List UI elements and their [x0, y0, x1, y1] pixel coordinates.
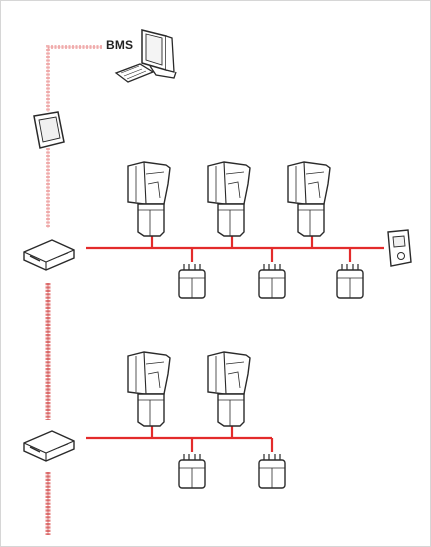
upper-bus	[86, 236, 384, 262]
damper-icon	[127, 351, 171, 427]
room-unit-icon	[387, 229, 412, 267]
bms-dashed-link	[46, 45, 102, 228]
valve-icon	[178, 263, 206, 299]
damper-icon	[207, 351, 251, 427]
damper-icon	[287, 161, 331, 237]
valve-icon	[258, 263, 286, 299]
upper-controller-icon	[23, 239, 75, 271]
damper-icon	[127, 161, 171, 237]
touch-panel-icon	[33, 111, 65, 149]
bms-label: BMS	[106, 38, 134, 52]
valve-icon	[178, 453, 206, 489]
damper-icon	[207, 161, 251, 237]
lower-bus	[86, 426, 274, 452]
valve-icon	[258, 453, 286, 489]
bms-workstation-icon	[114, 29, 177, 83]
lower-controller-icon	[23, 430, 75, 462]
valve-icon	[336, 263, 364, 299]
